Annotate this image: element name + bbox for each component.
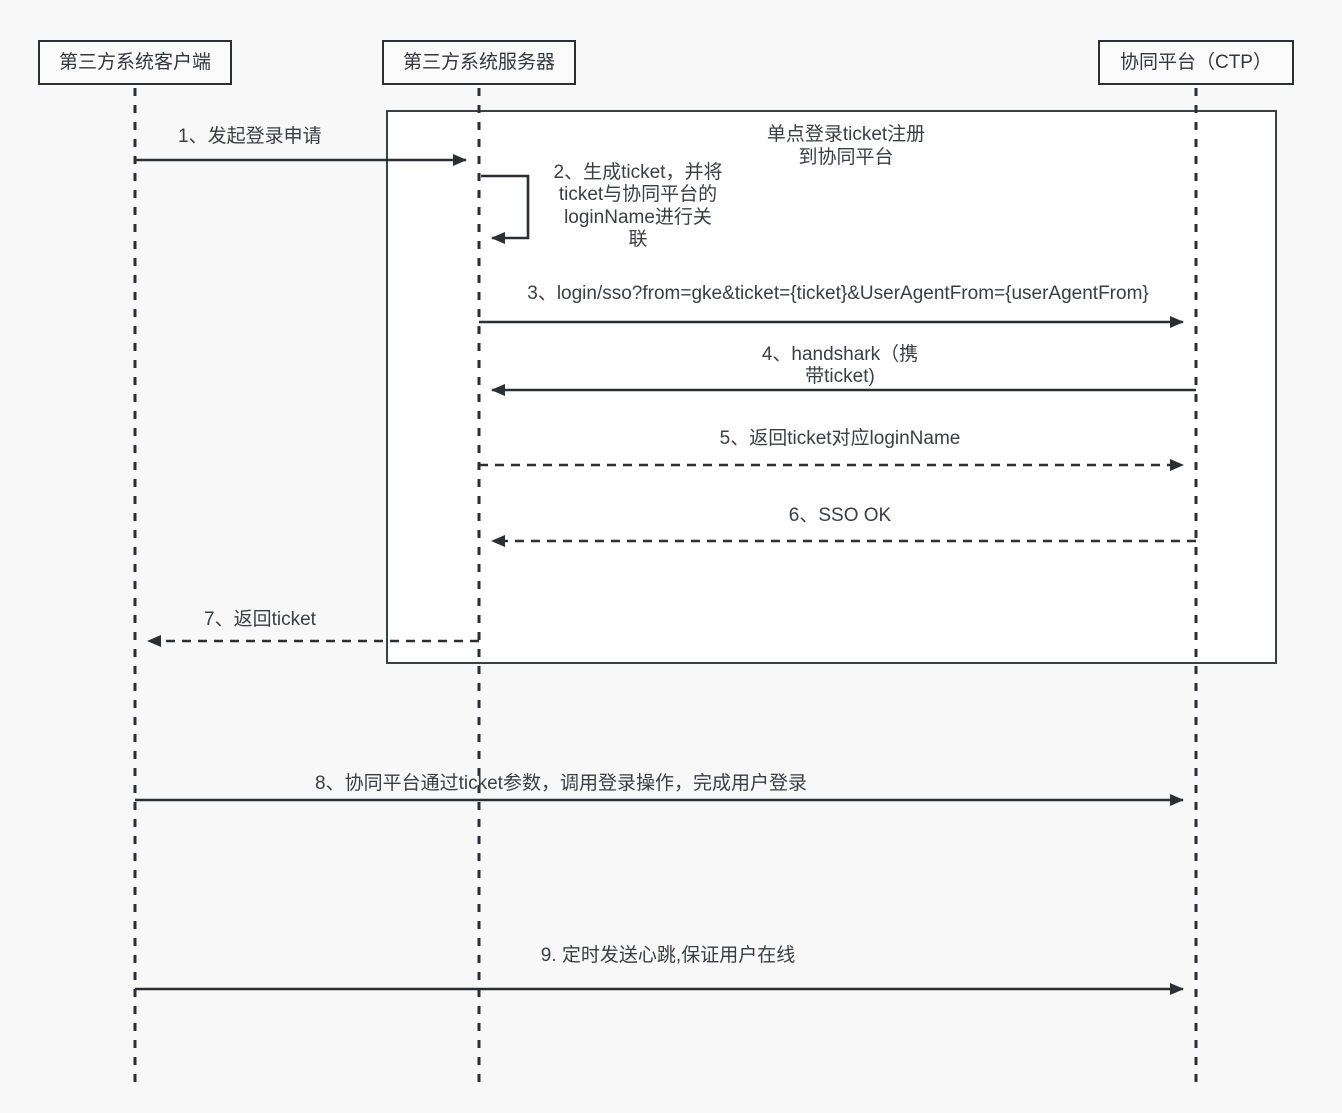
participant-box-client[interactable]: 第三方系统客户端 — [38, 40, 232, 85]
message-arrow-2-self — [481, 174, 530, 244]
frame-title: 单点登录ticket注册 到协同平台 — [766, 124, 926, 168]
sso-registration-frame — [386, 110, 1277, 664]
participant-label-ctp: 协同平台（CTP） — [1119, 51, 1272, 73]
participant-label-server: 第三方系统服务器 — [402, 51, 555, 73]
participant-label-client: 第三方系统客户端 — [58, 51, 211, 73]
participant-box-ctp[interactable]: 协同平台（CTP） — [1098, 40, 1294, 85]
participant-box-server[interactable]: 第三方系统服务器 — [382, 40, 576, 85]
